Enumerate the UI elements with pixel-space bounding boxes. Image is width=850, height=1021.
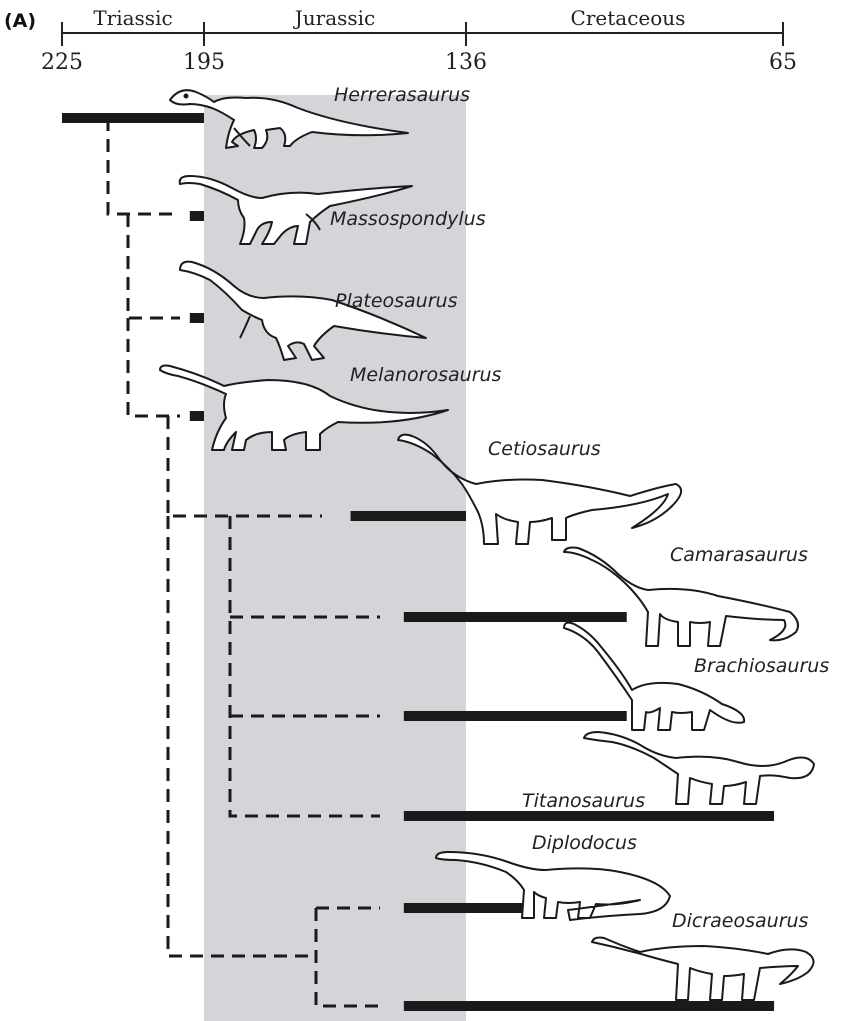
panel-label: (A)	[4, 10, 36, 32]
range-bar-dicraeosaurus	[404, 1001, 774, 1011]
dicraeosaurus-illustration	[592, 938, 814, 1001]
range-bar-diplodocus	[404, 903, 529, 913]
taxon-label-herrerasaurus: Herrerasaurus	[334, 84, 470, 106]
taxon-label-dicraeosaurus: Dicraeosaurus	[672, 910, 808, 932]
taxon-label-camarasaurus: Camarasaurus	[670, 544, 808, 566]
range-bar-plateosaurus	[190, 313, 204, 323]
tick-label-65: 65	[769, 50, 797, 75]
range-bar-melanorosaurus	[190, 411, 204, 421]
taxon-label-titanosaurus: Titanosaurus	[522, 790, 645, 812]
range-bar-brachiosaurus	[404, 711, 627, 721]
range-bar-massospondylus	[190, 211, 204, 221]
tick-label-136: 136	[445, 50, 487, 75]
period-label-triassic: Triassic	[93, 6, 172, 30]
period-label-jurassic: Jurassic	[295, 6, 376, 30]
clade-link-herrerasaurus	[108, 118, 180, 214]
range-bar-camarasaurus	[404, 612, 627, 622]
taxon-label-diplodocus: Diplodocus	[532, 832, 637, 854]
range-bar-cetiosaurus	[351, 511, 466, 521]
taxon-label-cetiosaurus: Cetiosaurus	[488, 438, 601, 460]
taxon-label-melanorosaurus: Melanorosaurus	[350, 364, 501, 386]
clade-link-massospondylus	[128, 214, 180, 318]
taxon-label-plateosaurus: Plateosaurus	[335, 290, 457, 312]
tick-label-225: 225	[41, 50, 83, 75]
period-label-cretaceous: Cretaceous	[571, 6, 686, 30]
taxon-label-brachiosaurus: Brachiosaurus	[694, 655, 829, 677]
taxon-label-massospondylus: Massospondylus	[330, 208, 486, 230]
range-bar-titanosaurus	[404, 811, 774, 821]
range-bar-herrerasaurus	[62, 113, 204, 123]
tick-label-195: 195	[183, 50, 225, 75]
